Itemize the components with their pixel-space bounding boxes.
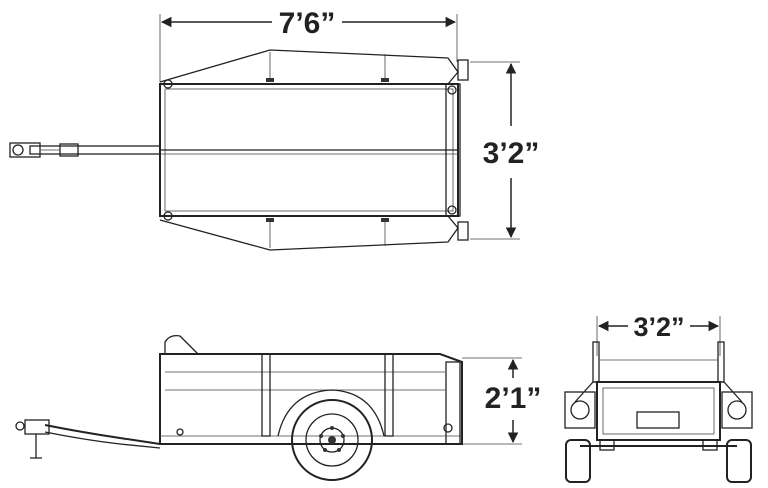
side-box [159, 353, 463, 445]
top-fender-right [159, 215, 459, 251]
license-plate-holder [636, 411, 680, 429]
rear-width-dimension: 3’2” [596, 312, 721, 356]
top-fender-left [159, 49, 459, 85]
rear-wheel-right [726, 439, 752, 483]
height-label: 2’1” [485, 382, 542, 415]
rear-wheel-left [565, 439, 591, 483]
tongue-top [9, 142, 161, 158]
top-width-dimension: 3’2” [470, 61, 540, 240]
top-view: 7’6” 3’2” [9, 7, 540, 251]
tongue-side [15, 419, 161, 459]
side-view: 2’1” [15, 334, 542, 481]
length-dimension: 7’6” [159, 7, 458, 82]
side-fender [277, 389, 385, 437]
top-width-label: 3’2” [483, 137, 540, 170]
rear-width-label: 3’2” [633, 312, 684, 342]
rear-view: 3’2” [564, 312, 753, 483]
length-label: 7’6” [279, 7, 336, 40]
tailgate-top [445, 83, 461, 217]
side-wheel [291, 399, 373, 481]
height-dimension: 2’1” [462, 357, 542, 445]
rear-tailgate [596, 381, 721, 441]
